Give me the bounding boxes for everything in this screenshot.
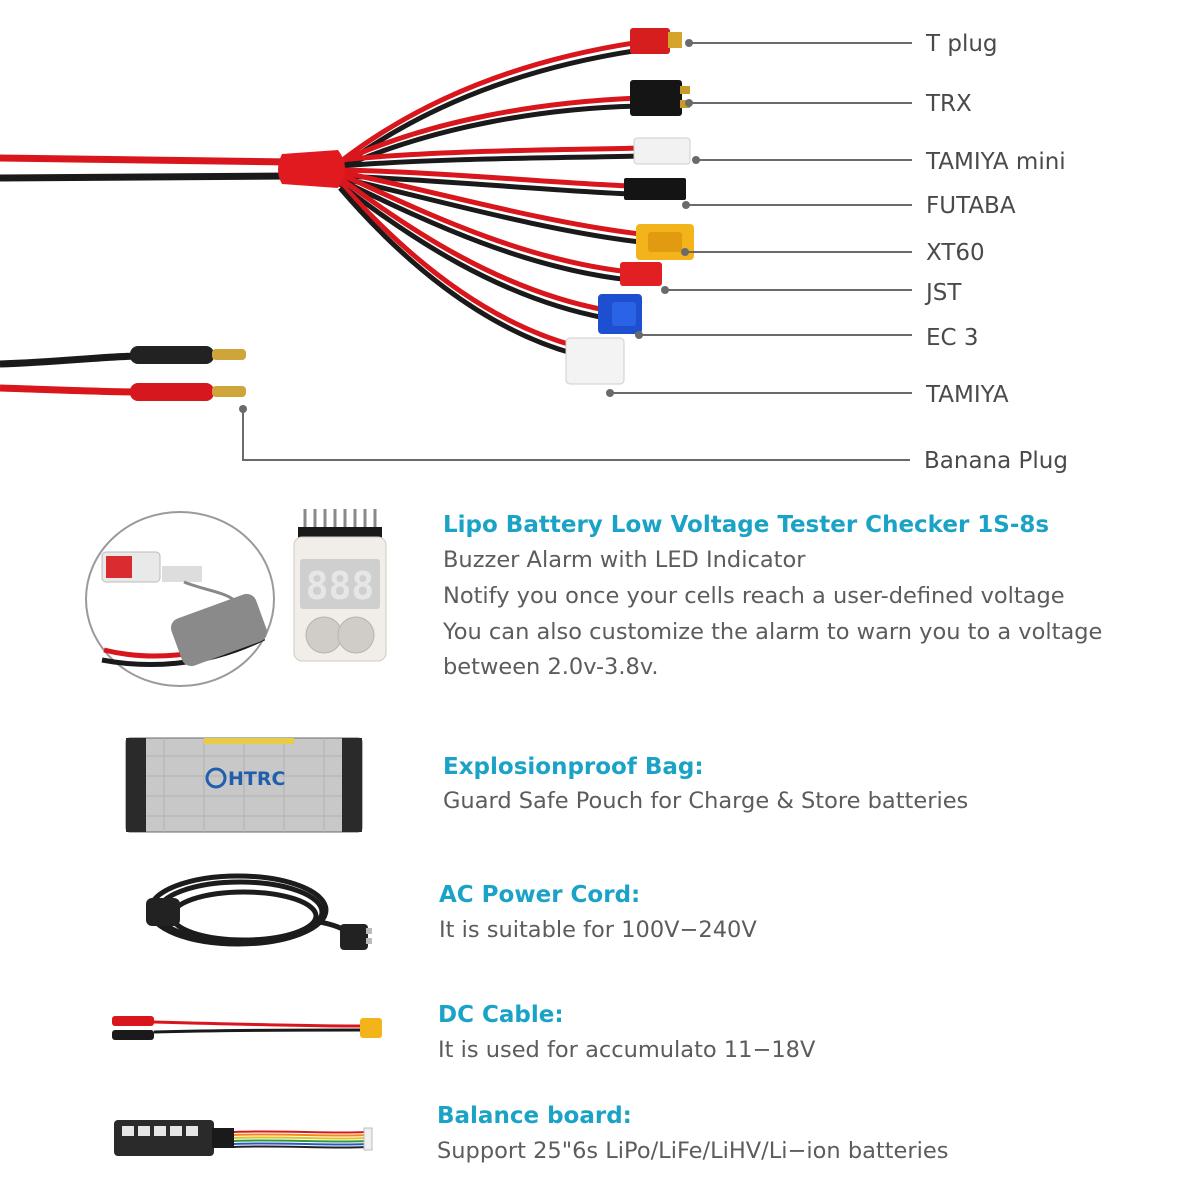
ac-cord-desc-line-1: It is suitable for 100V−240V [439,917,757,943]
jst-connector [620,262,662,286]
ec3-connector [598,294,642,334]
main-lead-wires [0,154,291,182]
ec3-leader-line [640,334,912,336]
ac-cord-title: AC Power Cord: [439,882,641,908]
xt60-label: XT60 [926,240,985,266]
lipo-tester-device-photo: 888 [293,509,387,662]
fanout-wires [338,39,641,357]
jst-pointer-dot [661,286,669,294]
dc-cable-desc-line-1: It is used for accumulato 11−18V [438,1037,816,1063]
tester-display-digits: 888 [306,564,375,608]
tamiya-leader-line [611,392,912,394]
heat-shrink-junction [278,150,345,188]
jst-leader-line [666,289,912,291]
jst-label: JST [926,280,962,306]
tamiya-mini-label: TAMIYA mini [926,149,1066,175]
tamiya-label: TAMIYA [926,382,1009,408]
ec3-pointer-dot [635,331,643,339]
trx-pointer-dot [685,99,693,107]
bag-title: Explosionproof Bag: [443,754,704,780]
trx-label: TRX [926,91,972,117]
ac-power-cord-photo [146,873,372,950]
lipo-tester-desc-line-3: You can also customize the alarm to warn… [443,619,1103,645]
balance-board-desc-line-1: Support 25"6s LiPo/LiFe/LiHV/Li−ion batt… [437,1138,949,1164]
lipo-tester-desc-line-2: Notify you once your cells reach a user-… [443,583,1065,609]
bag-desc-line-1: Guard Safe Pouch for Charge & Store batt… [443,788,969,814]
futaba-connector [624,178,686,200]
dc-cable-title: DC Cable: [438,1002,564,1028]
banana-plug-label: Banana Plug [924,448,1068,474]
xt60-pointer-dot [681,248,689,256]
explosionproof-bag-photo: HTRC [125,737,363,833]
lipo-tester-desc-line-1: Buzzer Alarm with LED Indicator [443,547,806,573]
lipo-tester-in-use-photo [85,511,275,687]
balance-board-photo [114,1120,373,1156]
tamiya-mini-pointer-dot [692,156,700,164]
trx-connector [630,80,690,116]
ec3-label: EC 3 [926,325,979,351]
xt60-leader-line [686,251,912,253]
tamiya-mini-leader-line [697,159,912,161]
t-plug-connector [630,28,682,54]
bag-brand-text: HTRC [228,768,285,790]
t-plug-pointer-dot [685,39,693,47]
htrc-logo-icon [205,767,227,789]
t-plug-leader-line [690,42,912,44]
charge-cable-illustration [0,28,694,401]
balance-board-title: Balance board: [437,1103,632,1129]
tamiya-mini-connector [633,137,691,165]
lipo-tester-desc-line-4: between 2.0v-3.8v. [443,654,659,680]
futaba-pointer-dot [682,201,690,209]
dc-cable-photo [112,1016,382,1040]
t-plug-label: T plug [926,31,998,57]
xt60-connector [636,224,694,260]
banana-plug-leader-line [242,459,910,461]
banana-plug-leads [0,346,246,401]
trx-leader-line [690,102,912,104]
tamiya-pointer-dot [606,389,614,397]
tamiya-connector [565,337,625,385]
futaba-label: FUTABA [926,193,1016,219]
banana-plug-pointer-dot [239,405,247,413]
futaba-leader-line [687,204,912,206]
banana-plug-leader-vertical [242,410,244,460]
lipo-tester-title: Lipo Battery Low Voltage Tester Checker … [443,512,1050,538]
